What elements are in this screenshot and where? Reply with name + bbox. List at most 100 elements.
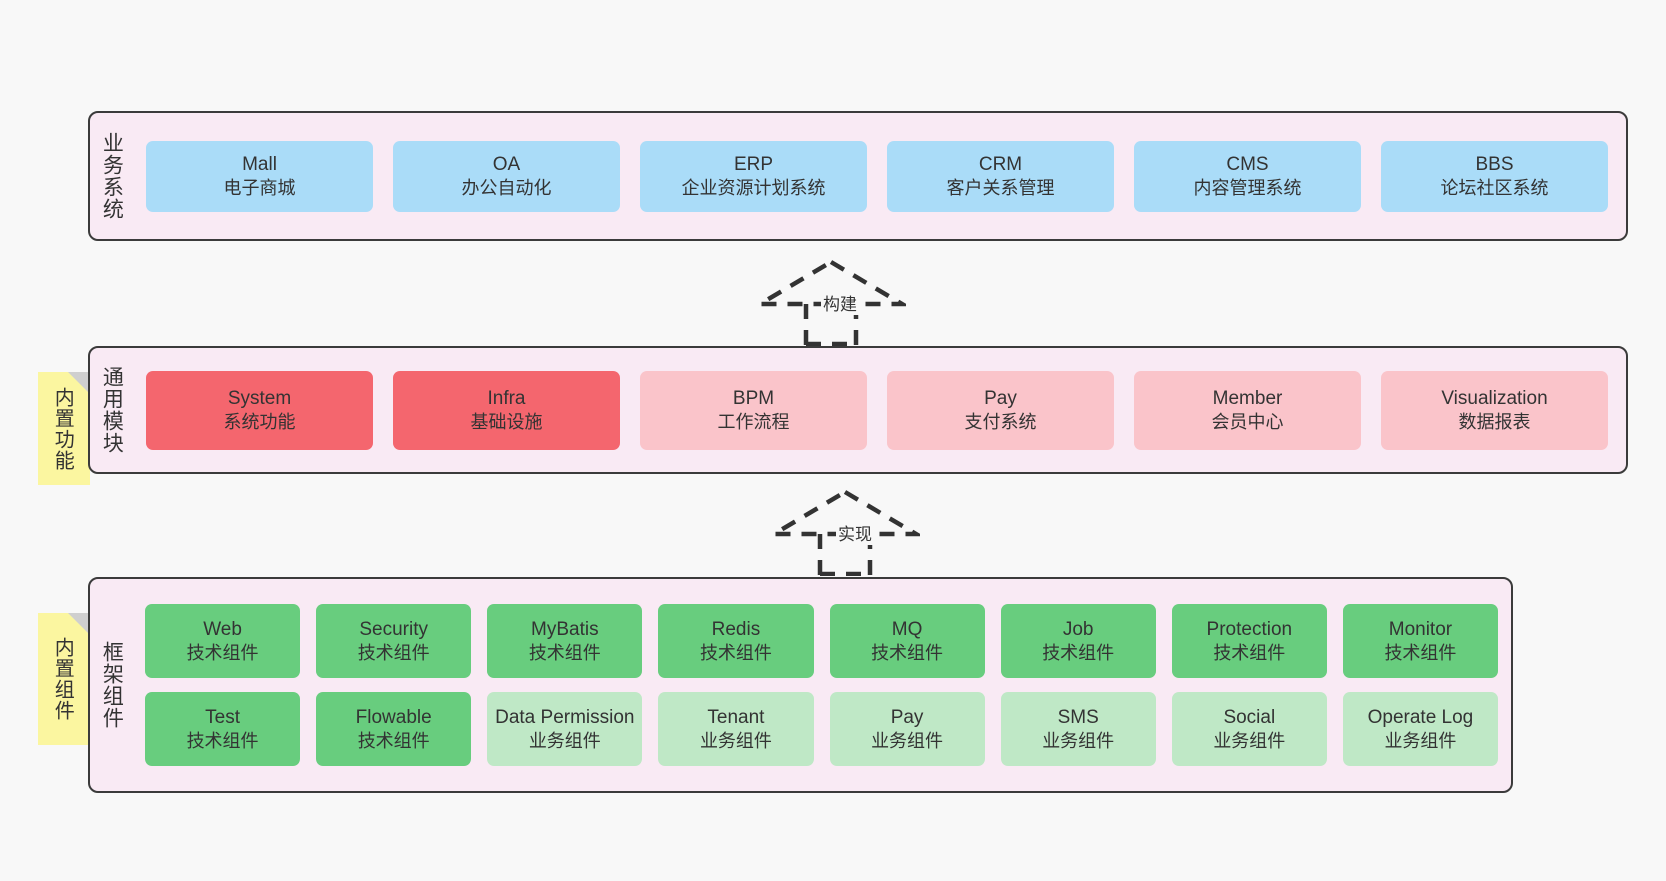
card-operate-log[interactable]: Operate Log 业务组件	[1342, 692, 1498, 766]
card-subtitle: 企业资源计划系统	[681, 177, 826, 198]
card-pay[interactable]: Pay 支付系统	[887, 370, 1114, 450]
card-social[interactable]: Social 业务组件	[1171, 692, 1327, 766]
band-framework-components: 框架组件 Web 技术组件 Security 技术组件 MyBatis 技术组件…	[88, 577, 1513, 793]
sticky-note-builtin-functions: 内置功能	[38, 372, 90, 485]
framework-row-1: Web 技术组件 Security 技术组件 MyBatis 技术组件 Redi…	[145, 604, 1498, 678]
card-mq[interactable]: MQ 技术组件	[829, 604, 985, 678]
card-title: MyBatis	[531, 618, 599, 640]
card-title: Pay	[984, 387, 1017, 409]
band-common-modules: 通用模块 System 系统功能 Infra 基础设施 BPM 工作流程 Pay…	[88, 346, 1628, 474]
sticky-label: 内置组件	[51, 637, 74, 721]
card-title: System	[227, 387, 292, 409]
band-title-framework: 框架组件	[100, 641, 124, 729]
band-business-systems: 业务系统 Mall 电子商城 OA 办公自动化 ERP 企业资源计划系统 CRM…	[88, 111, 1628, 241]
card-title: Security	[359, 618, 428, 640]
card-bpm[interactable]: BPM 工作流程	[640, 370, 867, 450]
card-subtitle: 内容管理系统	[1193, 177, 1302, 198]
business-row: Mall 电子商城 OA 办公自动化 ERP 企业资源计划系统 CRM 客户关系…	[146, 140, 1608, 212]
card-subtitle: 工作流程	[717, 411, 790, 432]
card-title: Social	[1223, 706, 1276, 728]
card-subtitle: 基础设施	[470, 411, 543, 432]
card-subtitle: 技术组件	[528, 642, 601, 663]
card-security[interactable]: Security 技术组件	[316, 604, 472, 678]
card-mybatis[interactable]: MyBatis 技术组件	[487, 604, 643, 678]
card-title: MQ	[891, 618, 923, 640]
card-redis[interactable]: Redis 技术组件	[658, 604, 814, 678]
arrow-label-realize: 实现	[836, 520, 874, 545]
common-row: System 系统功能 Infra 基础设施 BPM 工作流程 Pay 支付系统…	[146, 370, 1608, 450]
card-subtitle: 业务组件	[528, 730, 601, 751]
card-subtitle: 业务组件	[699, 730, 772, 751]
card-title: Redis	[711, 618, 761, 640]
card-title: Flowable	[355, 706, 432, 728]
card-subtitle: 技术组件	[871, 642, 944, 663]
card-infra[interactable]: Infra 基础设施	[393, 370, 620, 450]
band-title-common: 通用模块	[100, 366, 124, 454]
card-title: Monitor	[1388, 618, 1453, 640]
card-title: Member	[1212, 387, 1283, 409]
card-title: Visualization	[1441, 387, 1548, 409]
card-title: Job	[1062, 618, 1094, 640]
card-title: BBS	[1475, 153, 1514, 175]
folded-corner-icon	[68, 372, 90, 394]
card-cms[interactable]: CMS 内容管理系统	[1134, 140, 1361, 212]
card-subtitle: 业务组件	[1384, 730, 1457, 751]
arrow-label-build: 构建	[821, 290, 859, 315]
card-subtitle: 会员中心	[1211, 411, 1284, 432]
card-title: Protection	[1206, 618, 1293, 640]
card-subtitle: 技术组件	[1384, 642, 1457, 663]
card-subtitle: 技术组件	[1213, 642, 1286, 663]
card-title: Web	[203, 618, 242, 640]
card-subtitle: 技术组件	[699, 642, 772, 663]
card-system[interactable]: System 系统功能	[146, 370, 373, 450]
card-bbs[interactable]: BBS 论坛社区系统	[1381, 140, 1608, 212]
card-mall[interactable]: Mall 电子商城	[146, 140, 373, 212]
card-subtitle: 支付系统	[964, 411, 1037, 432]
card-data-permission[interactable]: Data Permission 业务组件	[487, 692, 643, 766]
card-tenant[interactable]: Tenant 业务组件	[658, 692, 814, 766]
card-erp[interactable]: ERP 企业资源计划系统	[640, 140, 867, 212]
card-monitor[interactable]: Monitor 技术组件	[1342, 604, 1498, 678]
card-title: Tenant	[707, 706, 765, 728]
card-subtitle: 技术组件	[1042, 642, 1115, 663]
card-member[interactable]: Member 会员中心	[1134, 370, 1361, 450]
card-protection[interactable]: Protection 技术组件	[1171, 604, 1327, 678]
band-body-framework: Web 技术组件 Security 技术组件 MyBatis 技术组件 Redi…	[132, 579, 1511, 791]
card-sms[interactable]: SMS 业务组件	[1000, 692, 1156, 766]
card-title: Operate Log	[1367, 706, 1474, 728]
card-subtitle: 办公自动化	[461, 177, 552, 198]
card-subtitle: 技术组件	[186, 730, 259, 751]
card-subtitle: 技术组件	[357, 730, 430, 751]
card-subtitle: 客户关系管理	[946, 177, 1055, 198]
card-subtitle: 电子商城	[223, 177, 296, 198]
folded-corner-icon	[68, 613, 90, 635]
card-subtitle: 论坛社区系统	[1440, 177, 1549, 198]
card-crm[interactable]: CRM 客户关系管理	[887, 140, 1114, 212]
card-visualization[interactable]: Visualization 数据报表	[1381, 370, 1608, 450]
card-flowable[interactable]: Flowable 技术组件	[316, 692, 472, 766]
card-subtitle: 数据报表	[1458, 411, 1531, 432]
sticky-label: 内置功能	[51, 386, 74, 471]
card-title: OA	[492, 153, 521, 175]
card-subtitle: 技术组件	[357, 642, 430, 663]
card-title: SMS	[1057, 706, 1099, 728]
card-subtitle: 业务组件	[1042, 730, 1115, 751]
card-subtitle: 技术组件	[186, 642, 259, 663]
framework-row-2: Test 技术组件 Flowable 技术组件 Data Permission …	[145, 692, 1498, 766]
band-title-business: 业务系统	[100, 132, 124, 220]
card-title: ERP	[733, 153, 774, 175]
card-title: Test	[205, 706, 240, 728]
band-body-business: Mall 电子商城 OA 办公自动化 ERP 企业资源计划系统 CRM 客户关系…	[132, 113, 1626, 239]
card-test[interactable]: Test 技术组件	[145, 692, 301, 766]
card-title: CMS	[1226, 153, 1269, 175]
card-subtitle: 业务组件	[1213, 730, 1286, 751]
card-subtitle: 系统功能	[223, 411, 296, 432]
card-title: CRM	[978, 153, 1023, 175]
card-web[interactable]: Web 技术组件	[145, 604, 301, 678]
card-subtitle: 业务组件	[871, 730, 944, 751]
card-title: BPM	[732, 387, 775, 409]
card-job[interactable]: Job 技术组件	[1000, 604, 1156, 678]
card-pay-biz[interactable]: Pay 业务组件	[829, 692, 985, 766]
card-oa[interactable]: OA 办公自动化	[393, 140, 620, 212]
band-body-common: System 系统功能 Infra 基础设施 BPM 工作流程 Pay 支付系统…	[132, 348, 1626, 472]
